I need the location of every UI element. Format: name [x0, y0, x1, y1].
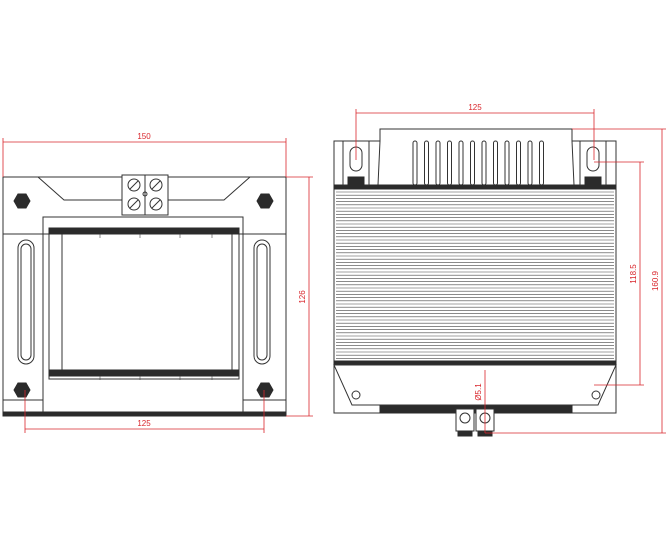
- side-bottom-cover: [333, 364, 617, 406]
- hex-nut-icon: [256, 193, 274, 209]
- front-right-slot-inner: [256, 243, 268, 361]
- cooling-fin: [458, 140, 464, 186]
- front-view: 150 126 125: [2, 132, 313, 433]
- cooling-fin: [412, 140, 418, 186]
- hex-nut-icon: [256, 382, 274, 398]
- dim-terminal-diameter-label: Ø5.1: [474, 383, 483, 401]
- front-core-inner: [48, 227, 240, 380]
- cooling-fin: [539, 140, 544, 186]
- side-right-nut: [584, 176, 602, 186]
- dim-side-overall-height-label: 160.9: [651, 270, 660, 291]
- dim-side-core-height: 118.5: [594, 161, 644, 386]
- hex-nut-icon: [13, 382, 31, 398]
- front-left-slot: [17, 239, 35, 365]
- dim-side-overall-height: 160.9: [485, 128, 666, 434]
- dim-terminal-diameter: Ø5.1: [474, 370, 486, 433]
- front-right-slot: [253, 239, 271, 365]
- front-bar-ticks: [99, 234, 213, 380]
- dim-front-width-label: 150: [137, 132, 151, 141]
- side-top-band: [333, 184, 617, 190]
- cooling-fin: [424, 140, 429, 186]
- side-right-slot: [586, 146, 600, 172]
- front-core-top-bar: [48, 227, 240, 235]
- cooling-fin: [504, 140, 510, 186]
- cooling-fin: [493, 140, 498, 186]
- front-left-slot-inner: [20, 243, 32, 361]
- cooling-fin: [527, 140, 533, 186]
- side-bottom-band: [333, 360, 617, 366]
- bolt-icon: [351, 390, 361, 400]
- front-base-strip: [2, 411, 287, 417]
- screw-terminal-icon: [121, 174, 169, 216]
- bolt-icon: [591, 390, 601, 400]
- dim-front-height: 126: [286, 176, 313, 417]
- cooling-fin: [447, 140, 452, 186]
- dim-side-slot-spacing: 125: [355, 103, 595, 160]
- cooling-fin: [481, 140, 487, 186]
- hex-nut-icon: [13, 193, 31, 209]
- dim-front-height-label: 126: [298, 290, 307, 304]
- side-top-cover: [377, 128, 575, 186]
- dim-side-core-height-label: 118.5: [629, 264, 638, 284]
- side-laminations: [336, 191, 614, 359]
- dim-front-width: 150: [2, 132, 287, 177]
- dim-side-slot-spacing-label: 125: [468, 103, 482, 112]
- dim-front-mount-label: 125: [137, 419, 151, 428]
- side-left-nut: [347, 176, 365, 186]
- dim-front-mount: 125: [24, 390, 265, 433]
- front-core-bottom-bar: [48, 369, 240, 377]
- cooling-fin: [435, 140, 441, 186]
- cooling-fin: [470, 140, 475, 186]
- cooling-fin: [516, 140, 521, 186]
- side-view: 125 118.5 160.9 Ø5.1: [333, 103, 666, 437]
